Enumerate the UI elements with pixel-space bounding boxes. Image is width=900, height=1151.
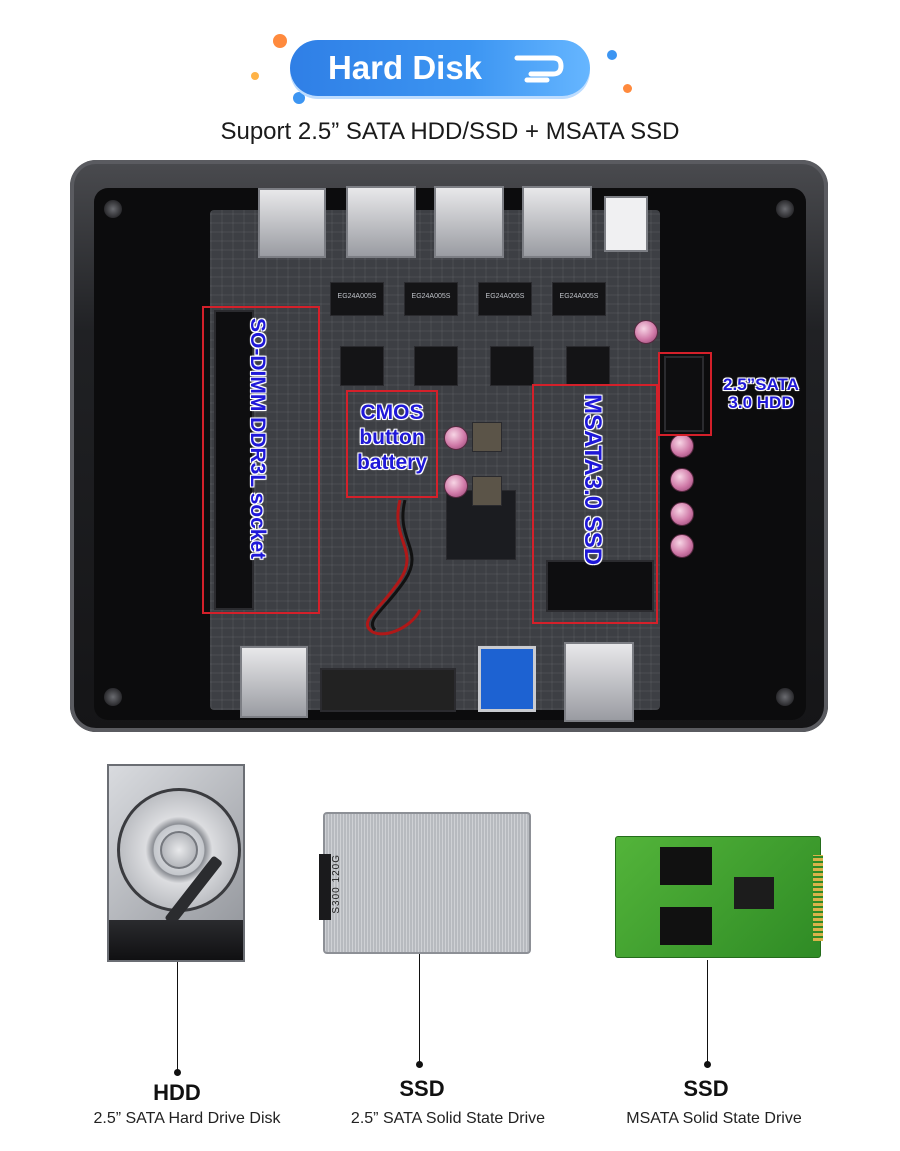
screw-icon [104, 200, 122, 218]
lan-port [346, 186, 416, 258]
ssd-caption-subtitle: 2.5” SATA Solid State Drive [350, 1110, 546, 1127]
decor-dot [273, 34, 287, 48]
hdd-image [107, 764, 245, 962]
usb3-port [478, 646, 536, 712]
phy-chip [414, 346, 458, 386]
chip-label: EG24A005S [411, 292, 451, 300]
chip-label: EG24A005S [485, 292, 525, 300]
decor-dot [251, 72, 259, 80]
ssd-connector [319, 854, 331, 920]
chip-label: EG24A005S [337, 292, 377, 300]
capacitor [670, 468, 694, 492]
lan-controller-chip: EG24A005S [552, 282, 606, 316]
inductor [472, 422, 502, 452]
battery-wire [365, 500, 422, 636]
header-banner: Hard Disk [245, 28, 645, 108]
hdd-spindle [160, 831, 198, 869]
leader-line [704, 960, 711, 1068]
capacitor [444, 426, 468, 450]
msata-image [615, 836, 823, 958]
inductor [472, 476, 502, 506]
lan-port [522, 186, 592, 258]
chip-label: EG24A005S [559, 292, 599, 300]
leader-line [174, 962, 181, 1076]
nand-chip [660, 907, 712, 945]
hdd-pcb [109, 920, 243, 960]
phy-chip [490, 346, 534, 386]
cmos-label-line: button [359, 426, 425, 450]
gold-edge-connector [813, 855, 823, 941]
page-subtitle: Suport 2.5” SATA HDD/SSD + MSATA SSD [220, 118, 680, 145]
msata-slot [546, 560, 654, 612]
hdd-caption-title: HDD [153, 1080, 201, 1105]
lan-controller-chip: EG24A005S [330, 282, 384, 316]
lan-controller-chip: EG24A005S [404, 282, 458, 316]
phy-chip [566, 346, 610, 386]
sodimm-slot [214, 310, 254, 610]
controller-chip [734, 877, 774, 909]
banner-title: Hard Disk [327, 49, 483, 86]
cmos-label-line: battery [356, 451, 428, 475]
leader-line [416, 954, 423, 1068]
cmos-highlight [346, 390, 438, 498]
screw-icon [776, 200, 794, 218]
capacitor [634, 320, 658, 344]
sata-label-line: 3.0 HDD [728, 392, 794, 412]
cmos-label-line: CMOS [360, 401, 424, 424]
screw-icon [776, 688, 794, 706]
capacitor [670, 502, 694, 526]
decor-dot [623, 84, 632, 93]
swirl-decoration [514, 55, 564, 83]
lan-port [258, 188, 326, 258]
decor-dot [293, 92, 305, 104]
capacitor [444, 474, 468, 498]
lan-port-bottom [240, 646, 308, 718]
banner-pill [290, 40, 590, 96]
capacitor [670, 534, 694, 558]
capacitor [670, 434, 694, 458]
ssd-image: S300 120G [319, 812, 531, 954]
sata-connector [664, 356, 704, 432]
nand-chip [660, 847, 712, 885]
ssd-caption-title: SSD [399, 1076, 445, 1101]
sodimm-label: SO-DIMM DDR3L socket [246, 318, 270, 560]
msata-highlight [532, 384, 658, 624]
screw-icon [104, 688, 122, 706]
sata-label: 2.5”SATA 3.0 HDD [710, 376, 812, 412]
ssd-model-label: S300 120G [331, 854, 342, 914]
msata-caption-subtitle: MSATA Solid State Drive [626, 1110, 802, 1127]
hdd-caption-subtitle: 2.5” SATA Hard Drive Disk [93, 1110, 281, 1127]
usb-port [564, 642, 634, 722]
power-jack [604, 196, 648, 252]
lan-port [434, 186, 504, 258]
cmos-label: CMOS button battery [346, 401, 438, 475]
msata-caption-title: SSD [683, 1076, 729, 1101]
sata-highlight [658, 352, 712, 436]
phy-chip [340, 346, 384, 386]
sata-label-line: 2.5”SATA [723, 375, 799, 394]
decor-dot [607, 50, 617, 60]
sodimm-highlight [202, 306, 320, 614]
lan-controller-chip: EG24A005S [478, 282, 532, 316]
msata-label: MSATA3.0 SSD [579, 394, 607, 566]
vga-port [320, 668, 456, 712]
